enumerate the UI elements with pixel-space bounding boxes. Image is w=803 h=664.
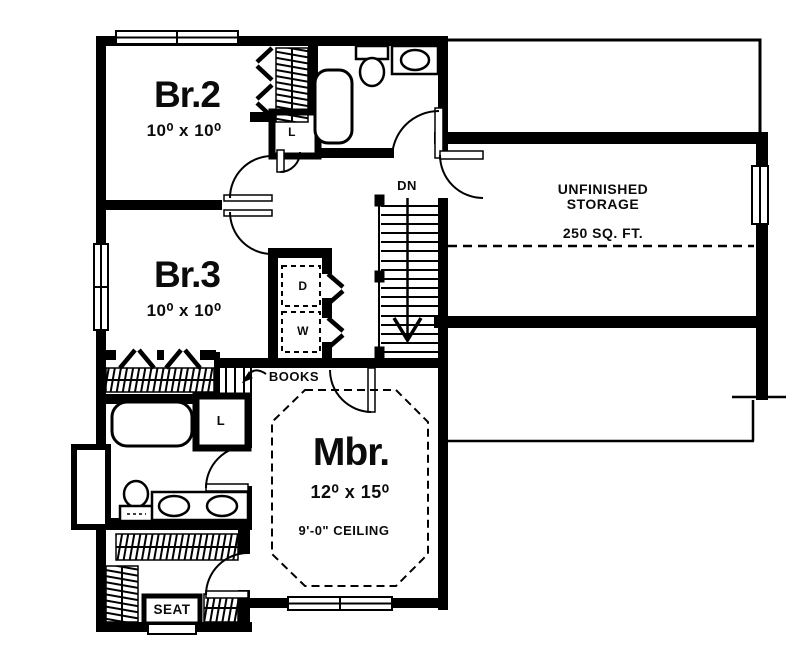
master-bathtub-icon [110, 400, 194, 448]
mbr-door-arc [329, 369, 372, 413]
walkin-door-arc [205, 552, 249, 596]
br2-dims-label: 10⁰ x 10⁰ [146, 121, 222, 140]
storage-area-label: 250 SQ. FT. [562, 225, 644, 241]
master-bath-door-arc [205, 445, 249, 489]
storage-door-arc [439, 154, 484, 199]
window-mbr-bottom [287, 596, 393, 611]
mbr-dims-label: 12⁰ x 15⁰ [310, 482, 390, 502]
master-toilet-bowl-icon [122, 479, 150, 509]
washer-box [281, 311, 321, 353]
master-sink-right-icon [205, 494, 239, 518]
br2-door-leaf [223, 194, 273, 202]
book-niche [225, 368, 267, 394]
dashed-annotations [271, 244, 754, 587]
dryer-box [281, 265, 321, 307]
br2-door-arc [229, 155, 273, 199]
seat-label: SEAT [153, 602, 191, 617]
stairs-dn-label: DN [397, 178, 417, 193]
br3-room-label: Br.3 [154, 254, 221, 295]
walkin-door-leaf [205, 590, 249, 599]
linen-upper-label: L [288, 125, 296, 139]
stairs-down-arrow [392, 317, 423, 344]
window-storage-right [751, 165, 769, 225]
br2-room-label: Br.2 [154, 74, 221, 115]
bath-door-leaf [434, 107, 444, 159]
books-label: BOOKS [268, 369, 320, 384]
window-br2-top [115, 30, 239, 45]
br3-door-leaf [223, 209, 273, 217]
linen-master-label: L [216, 413, 226, 428]
sink-icon [399, 48, 431, 72]
doors [205, 107, 484, 599]
br3-dims-label: 10⁰ x 10⁰ [146, 301, 222, 320]
toilet-bowl-icon [358, 56, 386, 88]
chimney-bump-out [71, 444, 111, 530]
mbr-ceiling-label: 9'-0" CEILING [298, 523, 390, 538]
master-sink-left-icon [157, 494, 191, 518]
windows [93, 30, 769, 611]
br2-bifold-icon [255, 46, 274, 82]
linen-closet-master [192, 392, 252, 452]
bath-door-arc [391, 110, 440, 159]
storage-door-leaf [439, 150, 484, 160]
master-toilet-tank-icon [118, 504, 155, 523]
washer-label: W [297, 324, 309, 338]
storage-line1: UNFINISHED [557, 181, 649, 197]
window-br3-left [93, 243, 109, 331]
mbr-room-label: Mbr. [312, 431, 390, 474]
bifold-doors [118, 46, 345, 370]
stairs-icon [374, 194, 438, 359]
dryer-label: D [298, 279, 308, 293]
storage-line2: STORAGE [566, 195, 640, 212]
linen-door-arc [280, 151, 301, 173]
bathtub-icon [313, 68, 354, 145]
br3-bifold-icon [118, 348, 156, 370]
master-bath-door-leaf [205, 483, 249, 492]
walls [96, 36, 768, 632]
laundry-bifold-icon [326, 272, 345, 306]
closet-hatches [105, 47, 309, 623]
window-seat-base [147, 623, 197, 635]
tray-ceiling-octagon [271, 389, 429, 587]
fixtures [110, 44, 440, 523]
linen-door-leaf [276, 149, 285, 173]
br3-door-arc [229, 211, 273, 255]
